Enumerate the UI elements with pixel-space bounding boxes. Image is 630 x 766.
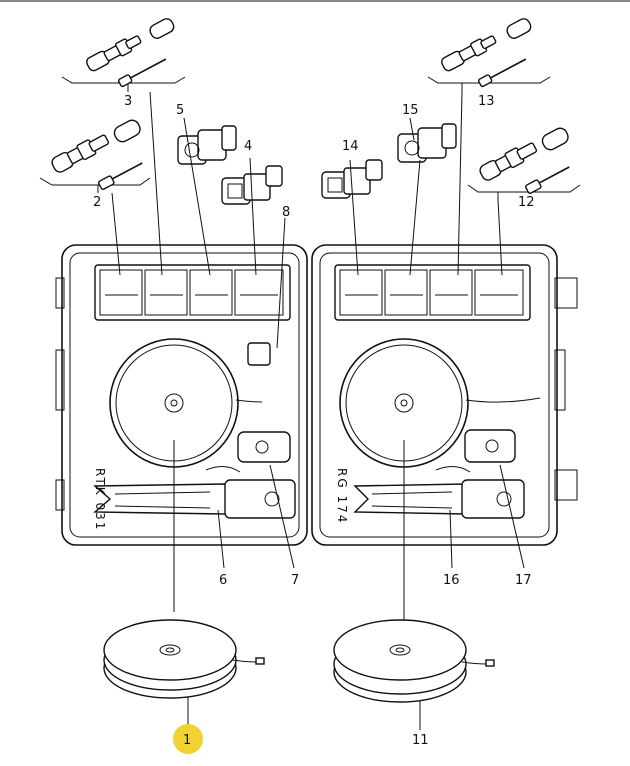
label-part-8: 8: [282, 205, 290, 220]
label-part-1: 1: [183, 733, 191, 748]
label-part-16: 16: [443, 573, 460, 588]
cable-reel-1: [103, 619, 265, 699]
label-part-11: 11: [412, 733, 429, 748]
case-left-label: RTK 031: [93, 468, 107, 531]
label-part-13: 13: [478, 94, 495, 109]
part-15-plug: [397, 123, 457, 163]
label-part-5: 5: [176, 103, 184, 118]
case-left: RTK 031: [55, 244, 308, 546]
label-part-3: 3: [124, 94, 132, 109]
part-14-socket: [321, 159, 383, 199]
label-part-7: 7: [291, 573, 299, 588]
case-right-label: RG 174: [335, 468, 349, 524]
label-part-17: 17: [515, 573, 532, 588]
part-1-highlight: [173, 724, 203, 754]
label-part-14: 14: [342, 139, 359, 154]
right-tray-slots: [334, 264, 531, 321]
part-2-connector-set: [39, 119, 151, 193]
cable-reel-11: [333, 619, 495, 703]
part-4-socket: [221, 165, 283, 205]
leader-lines: [111, 91, 525, 730]
part-13-connector-set: [427, 18, 551, 92]
label-part-12: 12: [518, 195, 535, 210]
case-right: RG 174: [311, 244, 578, 546]
part-3-connector-set: [61, 18, 186, 92]
label-part-6: 6: [219, 573, 227, 588]
label-part-2: 2: [93, 195, 101, 210]
label-part-4: 4: [244, 139, 252, 154]
label-part-15: 15: [402, 103, 419, 118]
part-12-connector-set: [467, 127, 581, 200]
part-number-labels: 3 2 5 4 8 6 7 1 13 12 15 14 16 17 11: [93, 94, 535, 748]
part-5-plug: [177, 125, 237, 165]
left-tray-slots: [94, 264, 291, 321]
